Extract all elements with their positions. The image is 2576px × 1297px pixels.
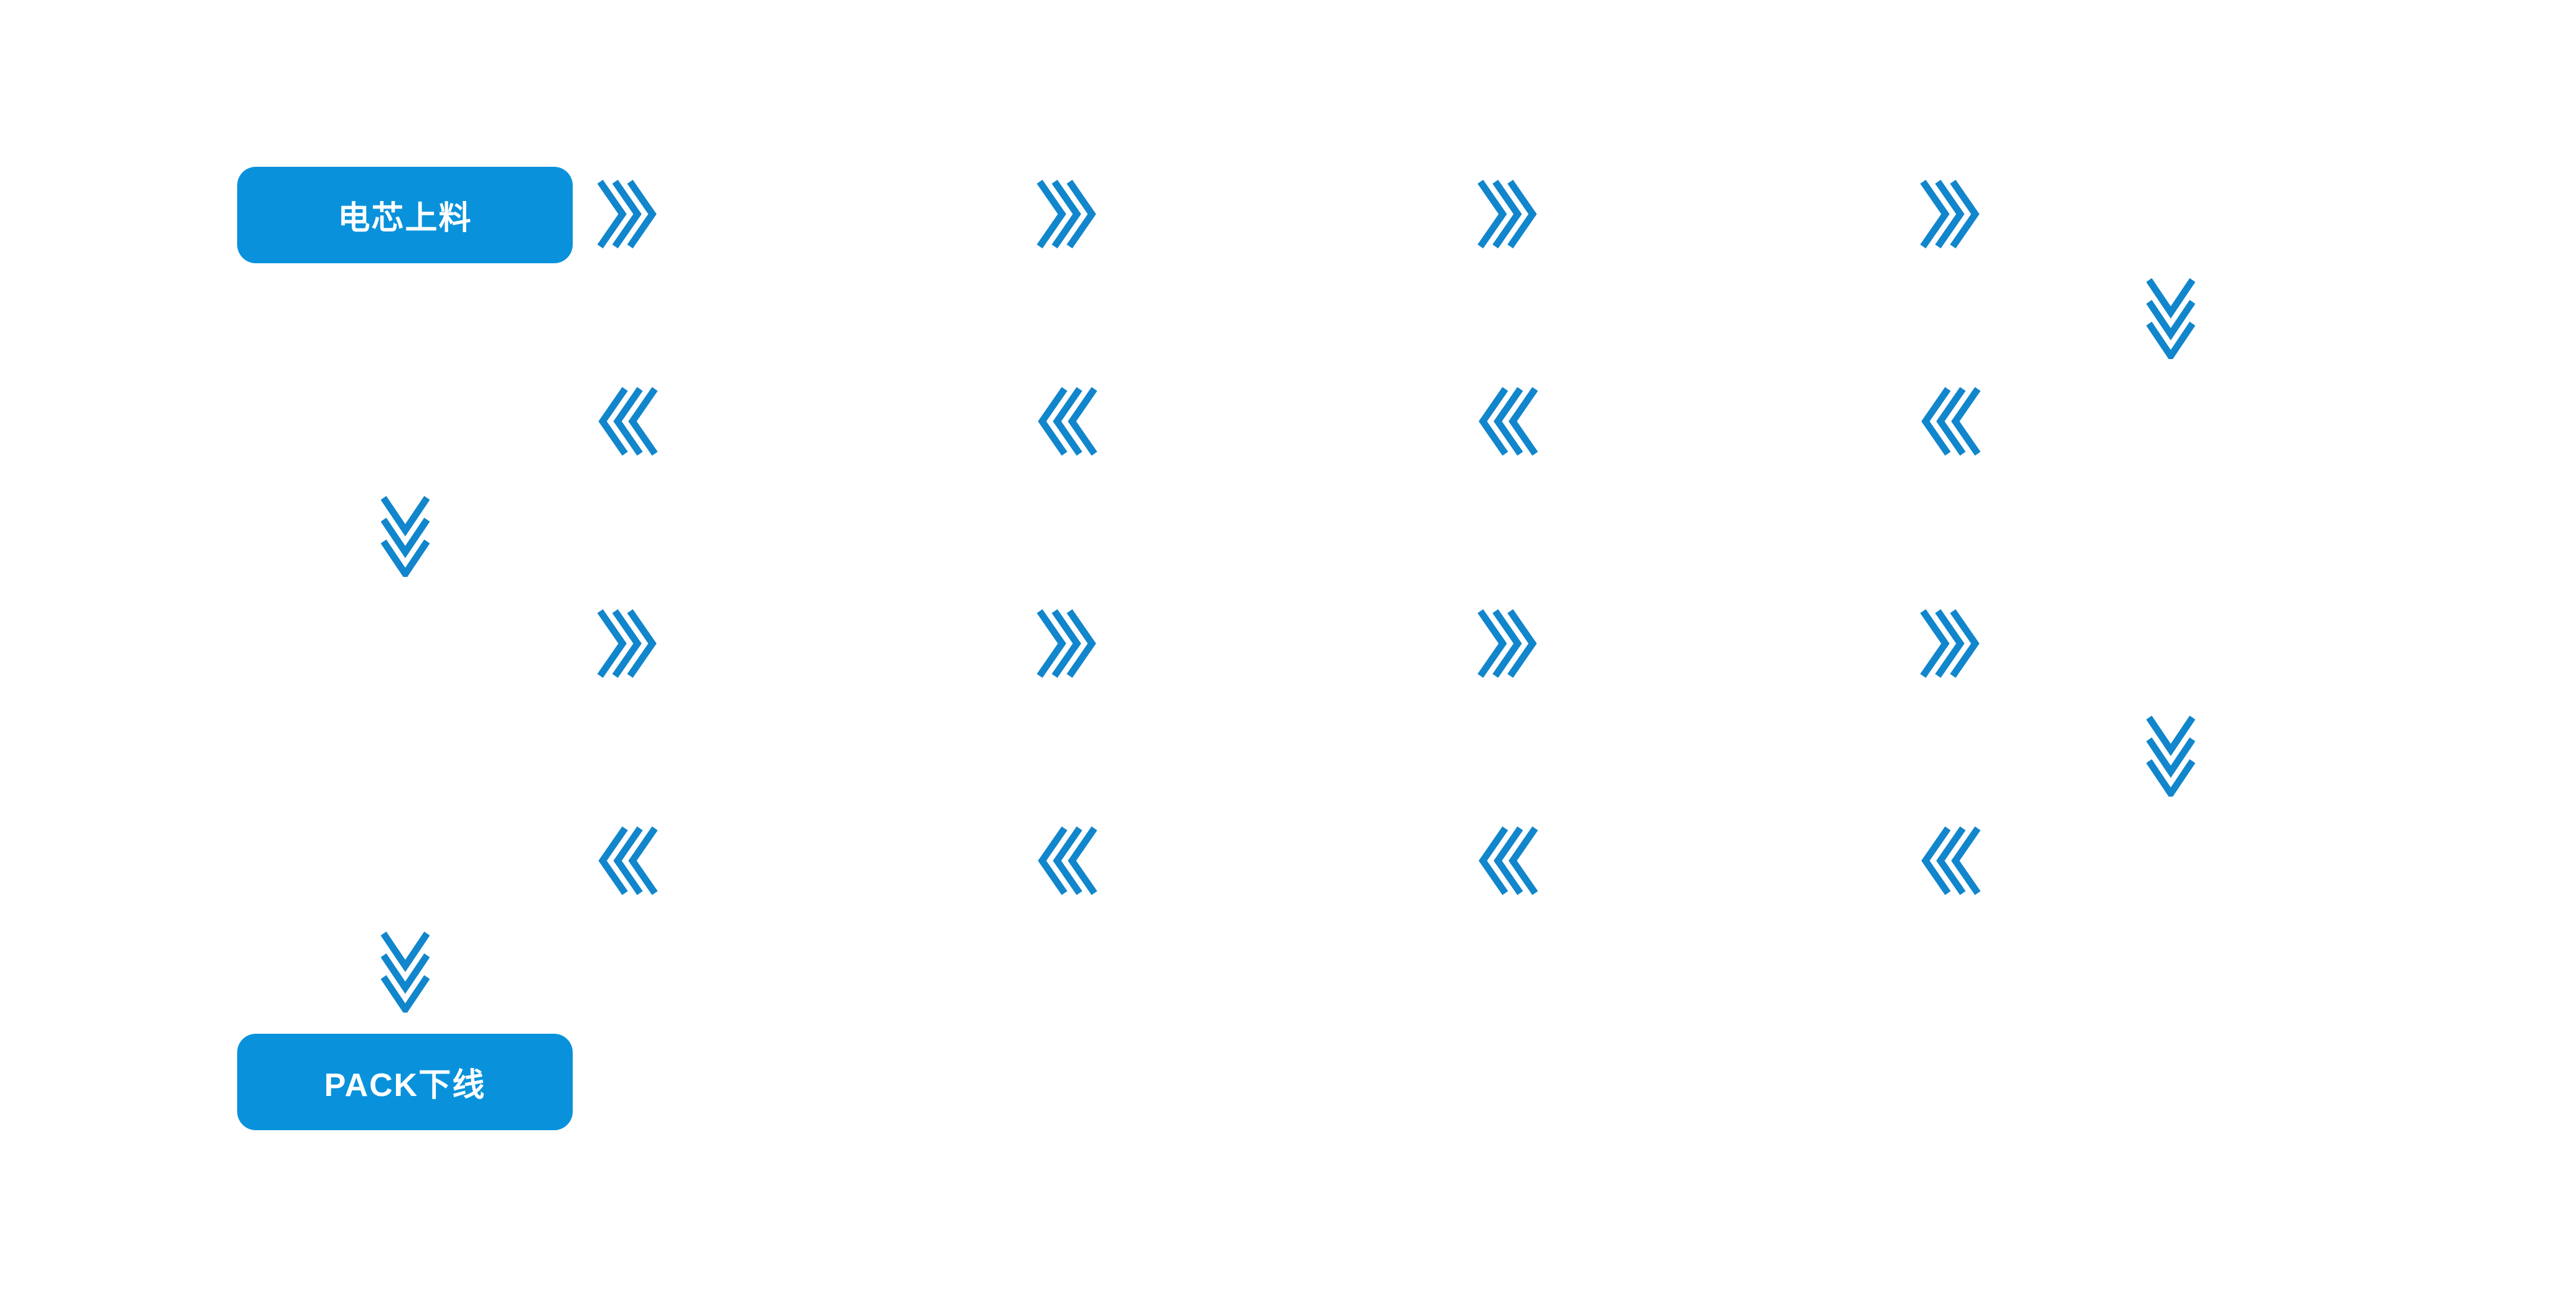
chevron-triple-right-icon: [597, 179, 658, 249]
chevron-triple-right-icon: [1037, 609, 1098, 678]
start-node-cell-loading: 电芯上料: [237, 167, 573, 263]
chevron-triple-left-icon: [1920, 386, 1981, 456]
chevron-triple-down-icon: [380, 495, 430, 580]
chevron-triple-left-icon: [1477, 826, 1538, 896]
chevron-triple-right-icon: [1477, 179, 1538, 249]
chevron-triple-right-icon: [1037, 179, 1098, 249]
chevron-triple-right-icon: [1477, 609, 1538, 678]
chevron-triple-left-icon: [597, 386, 658, 456]
chevron-triple-down-icon: [380, 930, 430, 1016]
start-node-label: 电芯上料: [337, 200, 472, 236]
chevron-triple-down-icon: [2146, 277, 2196, 362]
end-node-pack-offline: PACK下线: [237, 1034, 573, 1130]
chevron-triple-right-icon: [597, 609, 658, 678]
chevron-triple-left-icon: [597, 826, 658, 896]
chevron-triple-down-icon: [2146, 714, 2196, 800]
chevron-triple-left-icon: [1920, 826, 1981, 896]
chevron-triple-left-icon: [1037, 386, 1098, 456]
chevron-triple-left-icon: [1477, 386, 1538, 456]
chevron-triple-right-icon: [1920, 179, 1981, 249]
chevron-triple-right-icon: [1920, 609, 1981, 678]
chevron-triple-left-icon: [1037, 826, 1098, 896]
end-node-label: PACK下线: [324, 1067, 486, 1103]
